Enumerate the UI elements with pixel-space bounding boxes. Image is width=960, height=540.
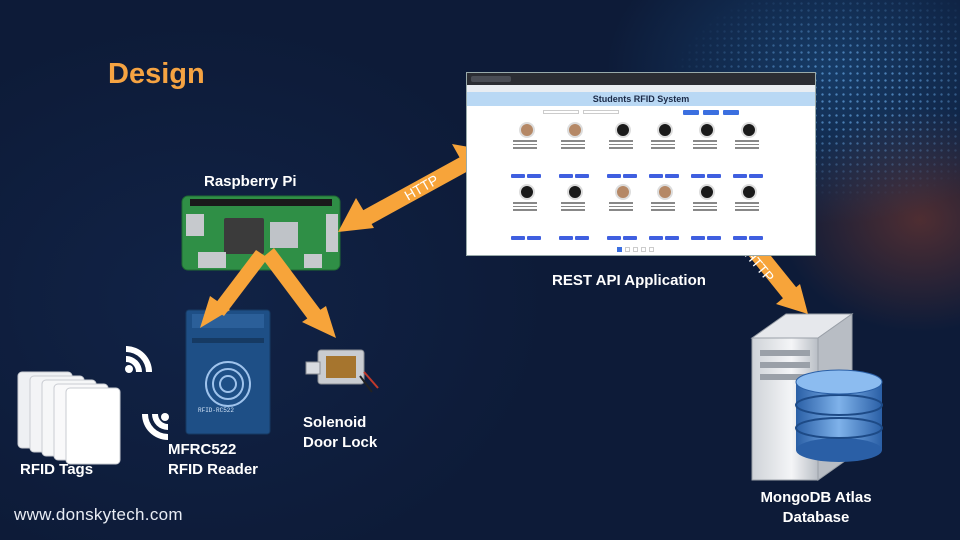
browser-url-bar <box>467 85 815 92</box>
rfid-reader-label-line2: RFID Reader <box>168 461 259 478</box>
page-title: Design <box>108 58 205 90</box>
database-server-icon <box>750 313 883 481</box>
database-label-line2: Database <box>782 509 850 526</box>
app-search-form <box>467 106 815 118</box>
website-url: www.donskytech.com <box>14 505 183 524</box>
app-heading: Students RFID System <box>467 92 815 106</box>
rfid-tags-label: RFID Tags <box>20 461 94 478</box>
arrow-pi-to-reader <box>200 250 268 328</box>
solenoid-lock-icon <box>305 349 379 393</box>
pagination <box>617 247 654 252</box>
door-lock-label-line2: Door Lock <box>303 434 378 451</box>
student-card-grid <box>467 118 815 255</box>
raspberry-pi-board-icon <box>181 195 341 271</box>
wireless-signal-icon <box>125 346 169 440</box>
browser-tab-bar <box>467 73 815 85</box>
rfid-tags-icon <box>17 371 121 465</box>
raspberry-pi-label: Raspberry Pi <box>204 173 297 190</box>
arrow-pi-to-lock <box>262 248 336 338</box>
http-label-pi-api: HTTP <box>402 171 442 203</box>
rfid-reader-label: MFRC522 RFID Reader <box>168 440 258 480</box>
door-lock-label-line1: Solenoid <box>303 414 367 431</box>
rest-api-app-screenshot: Students RFID System <box>466 72 816 256</box>
database-label: MongoDB Atlas Database <box>740 488 892 528</box>
door-lock-label: Solenoid Door Lock <box>303 413 377 453</box>
rest-api-label: REST API Application <box>552 272 706 289</box>
rfid-board-text: RFID-RC522 <box>198 407 234 414</box>
rfid-reader-label-line1: MFRC522 <box>168 441 237 458</box>
database-label-line1: MongoDB Atlas <box>760 489 872 506</box>
rfid-reader-board-icon <box>185 309 271 435</box>
